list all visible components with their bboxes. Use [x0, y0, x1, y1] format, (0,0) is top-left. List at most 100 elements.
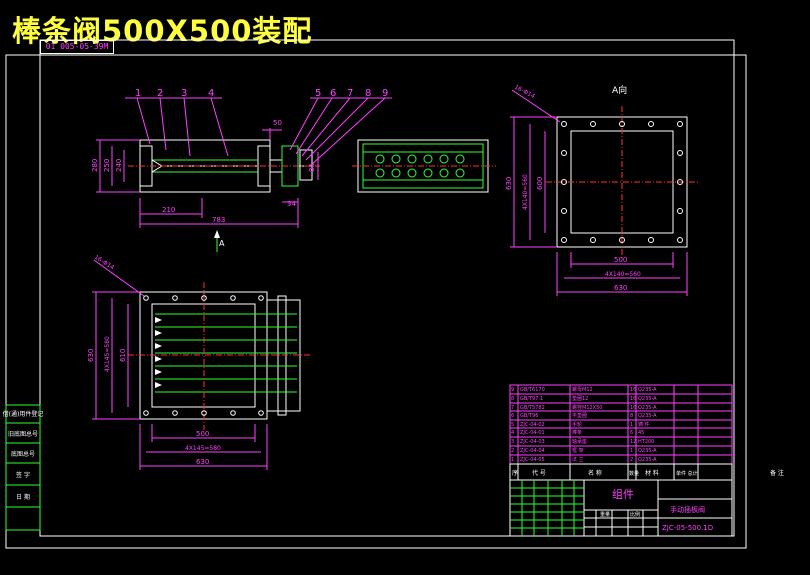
plan-dim-500: 500 [196, 430, 209, 438]
bom-r1-code: GB/T97.1 [520, 396, 543, 402]
side-dim-50: 50 [273, 119, 282, 127]
bom-r6-mat: HT200 [638, 439, 654, 445]
callout-5: 5 [315, 88, 321, 99]
plan-hole-note: 16-Φ14 [93, 254, 116, 272]
bom-r7-name: 框 架 [572, 447, 584, 454]
bom-r7-code: ZJC-04-04 [520, 448, 545, 454]
flange-view [510, 89, 698, 296]
bom-r3-idx: 6 [511, 413, 514, 419]
flange-dim-inner-w: 4X140=560 [605, 271, 641, 278]
bom-r5-qty: 6 [630, 430, 633, 436]
title-block-assembly: 组件 [612, 487, 634, 501]
title-block-weight: 重量 [600, 511, 610, 518]
callout-9: 9 [382, 88, 388, 99]
bom-r8-code: ZJC-04-05 [520, 457, 545, 463]
stamp-label-4: 日 期 [16, 493, 30, 501]
stamp-label-1: 旧底图总号 [8, 430, 38, 438]
flange-dim-630-h: 630 [505, 177, 513, 190]
bom-h-2: 名 称 [588, 469, 602, 477]
bom-r6-name: 轴承座 [572, 438, 587, 445]
bom-r2-code: GB/T5782 [520, 405, 545, 411]
bom-r3-qty: 8 [630, 413, 633, 419]
bom-r6-idx: 3 [511, 439, 514, 445]
bom-r1-idx: 8 [511, 396, 514, 402]
bom-rows: 9 GB/T6170 螺母M12 16 Q235-A 8 GB/T97.1 垫圈… [511, 386, 657, 463]
bom-r8-name: 法 兰 [572, 456, 584, 463]
left-stamp: 借(通)用件登记 旧底图总号 底图总号 签 字 日 期 [3, 404, 44, 531]
bom-r4-name: 手轮 [572, 421, 582, 428]
bom-r6-qty: 12 [630, 439, 636, 445]
title-block-scale: 比例 [630, 511, 640, 518]
bom-h-1: 代 号 [532, 469, 546, 477]
callout-7: 7 [347, 88, 353, 99]
bom-h-4: 材 料 [645, 469, 659, 477]
side-dim-280: 280 [91, 159, 99, 172]
bom-r4-idx: 5 [511, 422, 514, 428]
callout-2: 2 [157, 88, 163, 99]
bom-r5-idx: 4 [511, 430, 514, 436]
bom-r2-idx: 7 [511, 405, 514, 411]
callout-6: 6 [330, 88, 336, 99]
title-block-product: 手动插板阀 [670, 505, 705, 514]
stamp-label-0: 借(通)用件登记 [3, 410, 44, 418]
bom-r2-name: 螺栓M12X50 [572, 404, 602, 411]
side-dim-34: 34 [287, 200, 296, 208]
side-dim-210: 210 [162, 206, 175, 214]
bom-r7-mat: Q235-A [638, 448, 657, 454]
flange-dim-inner-h: 4X140=560 [522, 174, 529, 210]
bom-r8-qty: 2 [630, 457, 633, 463]
bom-r0-code: GB/T6170 [520, 387, 545, 393]
arrow-a-label: A [219, 239, 225, 248]
bom-r3-code: GB/T96 [520, 413, 538, 419]
bom-r5-mat: 45 [638, 430, 644, 436]
flange-hole-note: 16-Φ14 [513, 84, 536, 101]
bom-r4-qty: 1 [630, 422, 633, 428]
bom-h-6: 备 注 [770, 469, 784, 477]
bom-r6-code: ZJC-04-03 [520, 439, 545, 445]
middle-view [352, 139, 496, 193]
bom-r2-mat: Q235-A [638, 405, 657, 411]
view-a-label: A向 [612, 84, 627, 96]
bom-h-3: 数量 [629, 470, 639, 477]
stamp-label-3: 签 字 [16, 471, 30, 479]
bom-r7-idx: 2 [511, 448, 514, 454]
bom-r1-qty: 16 [630, 396, 636, 402]
side-dim-85: 85 [308, 163, 316, 172]
bom-r0-name: 螺母M12 [572, 386, 593, 393]
bom-r4-mat: 铸 件 [638, 421, 650, 428]
bom-r0-qty: 16 [630, 387, 636, 393]
title-block [509, 479, 733, 537]
bom-r0-idx: 9 [511, 387, 514, 393]
plan-view [92, 259, 312, 470]
bom-h-0: 序 [512, 469, 518, 477]
bom-r8-mat: Q235-A [638, 457, 657, 463]
callout-8: 8 [365, 88, 371, 99]
bom-r2-qty: 16 [630, 405, 636, 411]
bom-h-5: 单件 总计 [676, 470, 698, 477]
bom-r0-mat: Q235-A [638, 387, 657, 393]
flange-dim-600: 600 [536, 177, 544, 190]
side-dim-240: 240 [115, 159, 123, 172]
plan-dim-630-w: 630 [196, 458, 209, 466]
bom-r7-qty: 1 [630, 448, 633, 454]
plan-dim-630-h: 630 [87, 349, 95, 362]
stamp-label-2: 底图总号 [11, 450, 35, 458]
plan-dim-610: 610 [119, 349, 127, 362]
callout-3: 3 [181, 88, 187, 99]
bom-r3-mat: Q235-A [638, 413, 657, 419]
side-dim-783: 783 [212, 216, 225, 224]
bom-r1-mat: Q235-A [638, 396, 657, 402]
bom-r1-name: 垫圈12 [572, 395, 588, 402]
title-block-drawing-number: ZJC-05-500.1D [662, 524, 713, 532]
flange-dim-630-w: 630 [614, 284, 627, 292]
bom-r4-code: ZJC-04-02 [520, 422, 545, 428]
callout-4: 4 [208, 88, 214, 99]
plan-dim-inner-h: 4X145=580 [104, 336, 111, 372]
flange-dim-500: 500 [614, 256, 627, 264]
plan-dim-inner-w: 4X145=580 [185, 445, 221, 452]
drawing-title: 棒条阀500X500装配 [12, 14, 313, 48]
bom-r5-name: 棒条 [572, 429, 582, 436]
side-dim-250: 250 [103, 159, 111, 172]
inner-frame [39, 39, 735, 537]
